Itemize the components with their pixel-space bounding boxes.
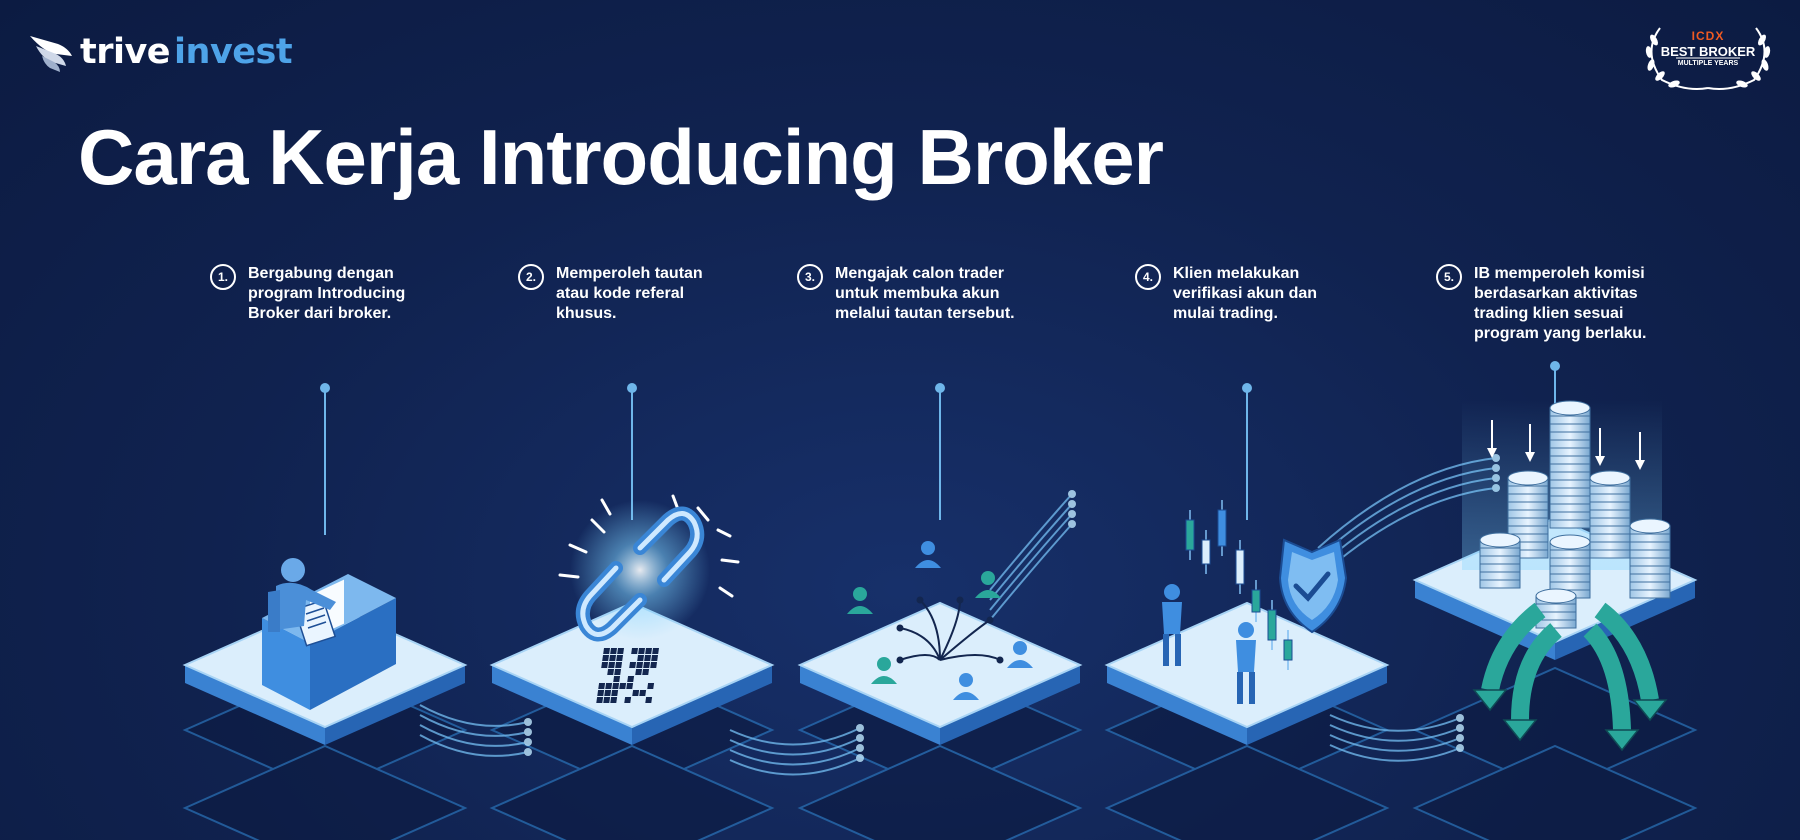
wing-logo-icon	[30, 36, 72, 72]
step-pointers	[320, 361, 1560, 535]
step-4: 4. Klien melakukan verifikasi akun dan m…	[1135, 264, 1317, 324]
coin-stack	[1589, 470, 1631, 559]
chain-link-icon	[558, 494, 740, 642]
page-title: Cara Kerja Introducing Broker	[78, 113, 1164, 201]
brand-word-invest: invest	[174, 32, 293, 72]
step-2: 2. Memperoleh tautan atau kode referal k…	[518, 264, 703, 324]
shield-check-icon	[1278, 538, 1348, 634]
person-icon	[915, 541, 941, 568]
coin-stacks-icon	[1462, 400, 1671, 752]
badge-line1: BEST BROKER	[1660, 44, 1756, 59]
person-icon	[1007, 641, 1033, 668]
person-icon	[953, 673, 979, 700]
person-icon	[847, 587, 873, 614]
step-number: 5.	[1436, 264, 1462, 290]
step-text: IB memperoleh komisi berdasarkan aktivit…	[1474, 265, 1647, 342]
step-text: Memperoleh tautan atau kode referal khus…	[556, 265, 703, 322]
step-number: 4.	[1135, 264, 1161, 290]
badge-org: ICDX	[1691, 29, 1725, 43]
step-1: 1. Bergabung dengan program Introducing …	[210, 264, 405, 324]
person-icon	[871, 657, 897, 684]
platform	[797, 601, 1083, 745]
coin-stack	[1629, 518, 1671, 599]
desk-person-icon	[262, 558, 396, 710]
person-icon	[975, 571, 1001, 598]
step-number: 1.	[210, 264, 236, 290]
step-text: Bergabung dengan program Introducing Bro…	[248, 265, 406, 322]
step-text: Klien melakukan verifikasi akun dan mula…	[1173, 265, 1318, 322]
step-3: 3. Mengajak calon trader untuk membuka a…	[797, 264, 1015, 324]
brand-word-trive: trive	[80, 32, 171, 72]
badge-line2: MULTIPLE YEARS	[1677, 60, 1739, 67]
coin-stack	[1535, 588, 1577, 629]
coin-stack	[1549, 400, 1591, 529]
step-5: 5. IB memperoleh komisi berdasarkan akti…	[1436, 264, 1647, 344]
step-number: 2.	[518, 264, 544, 290]
award-badge: ICDX BEST BROKER MULTIPLE YEARS	[1640, 22, 1776, 92]
brand-logo[interactable]: trive invest	[28, 30, 293, 74]
step-text: Mengajak calon trader untuk membuka akun…	[835, 265, 1015, 322]
qr-code-icon	[596, 648, 659, 703]
referral-people-icon	[847, 541, 1033, 700]
laurel-wreath-icon	[1645, 27, 1771, 90]
trader-chart-icon	[1162, 500, 1293, 704]
coin-stack	[1479, 532, 1521, 589]
step-number: 3.	[797, 264, 823, 290]
